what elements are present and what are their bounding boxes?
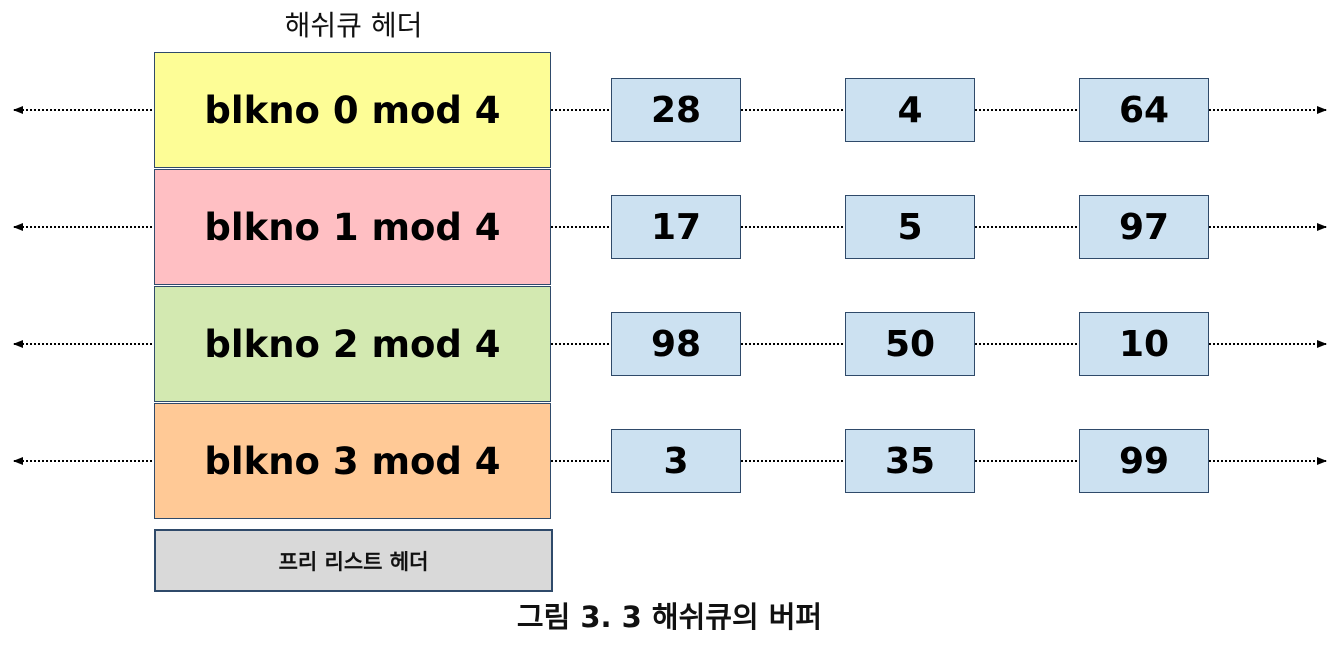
buffer-node: 99 (1079, 429, 1209, 493)
buffer-node: 17 (611, 195, 741, 259)
buffer-node: 64 (1079, 78, 1209, 142)
hash-queue-header-title: 해쉬큐 헤더 (284, 9, 423, 42)
buffer-node: 97 (1079, 195, 1209, 259)
buffer-node: 35 (845, 429, 975, 493)
buffer-node: 50 (845, 312, 975, 376)
buffer-node: 28 (611, 78, 741, 142)
buffer-node: 5 (845, 195, 975, 259)
buffer-node: 98 (611, 312, 741, 376)
buffer-node: 3 (611, 429, 741, 493)
buffer-node: 4 (845, 78, 975, 142)
buffer-node: 10 (1079, 312, 1209, 376)
bucket-row-0: blkno 0 mod 4 (154, 52, 551, 168)
bucket-row-3: blkno 3 mod 4 (154, 403, 551, 519)
bucket-row-1: blkno 1 mod 4 (154, 169, 551, 285)
free-list-header: 프리 리스트 헤더 (154, 529, 553, 592)
figure-caption: 그림 3. 3 해쉬큐의 버퍼 (516, 600, 823, 634)
bucket-row-2: blkno 2 mod 4 (154, 286, 551, 402)
